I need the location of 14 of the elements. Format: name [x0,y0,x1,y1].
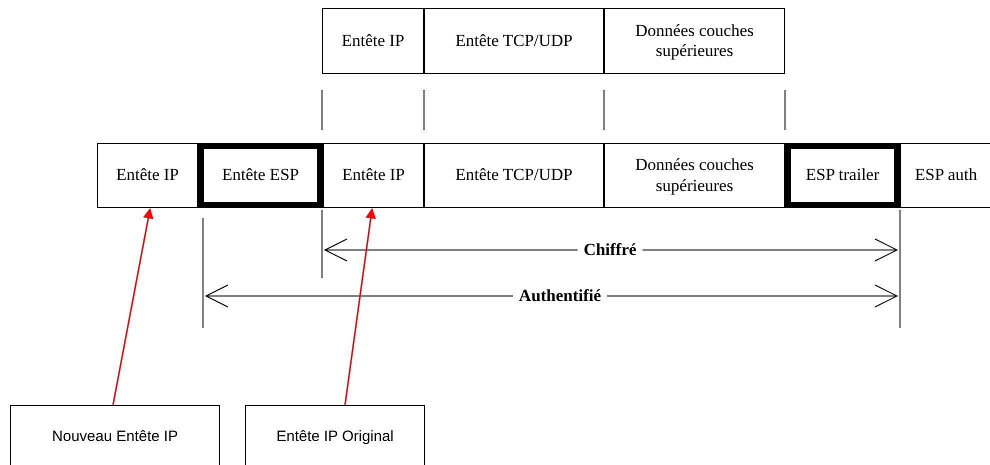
packet-field: Entête ESP [198,143,323,208]
callout-box: Entête IP Original [245,405,425,465]
packet-field: Entête TCP/UDP [424,8,604,74]
packet-field: Entête IP [322,8,424,74]
packet-field: Données couches supérieures [604,8,785,74]
packet-field: Entête TCP/UDP [424,143,604,208]
packet-field: Entête IP [97,143,198,208]
leader-line [344,208,376,406]
packet-field: Entête IP [323,143,424,208]
packet-field: ESP auth [900,143,990,208]
packet-field: Données couches supérieures [604,143,785,208]
leader-line [112,208,154,406]
packet-field: ESP trailer [785,143,900,208]
callout-box: Nouveau Entête IP [10,405,220,465]
